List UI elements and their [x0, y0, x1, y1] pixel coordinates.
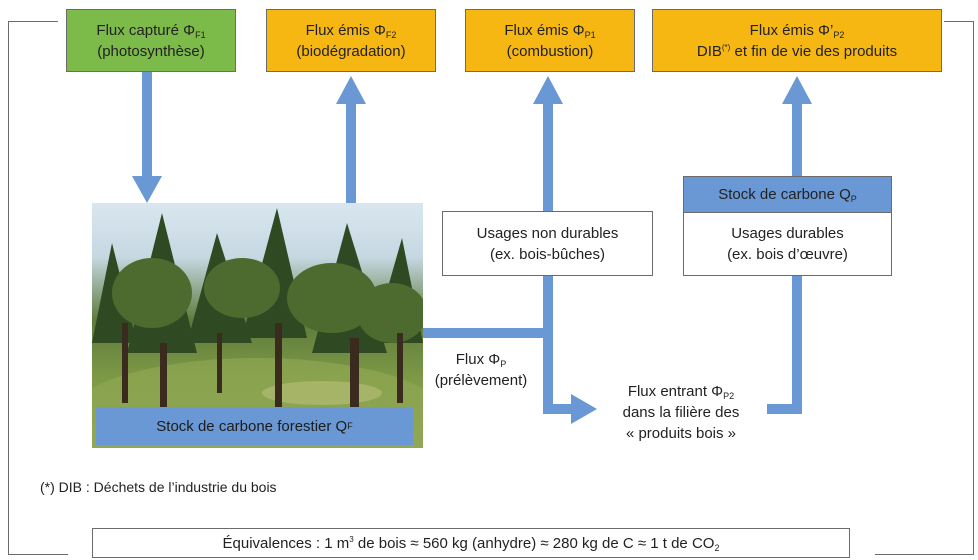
flux-dib-box: Flux émis Φ’P2 DIB(*) et fin de vie des … — [652, 9, 942, 72]
flux-entrant-title: Flux entrant ΦP2 — [627, 383, 735, 401]
frame-bottom-left — [8, 554, 68, 555]
durable-usage-title: Usages durables — [731, 225, 844, 242]
product-carbon-stock-label: Stock de carbone QP — [718, 186, 857, 204]
flux-p-label: Flux ΦP (prélèvement) — [426, 349, 536, 391]
non-durable-usage-example: (ex. bois-bûches) — [489, 245, 606, 263]
arrow-harvest — [423, 276, 597, 424]
flux-biodeg-box: Flux émis ΦF2 (biodégradation) — [266, 9, 436, 72]
product-carbon-stock-header: Stock de carbone QP — [683, 176, 892, 213]
equivalence-text: Équivalences : 1 m3 de bois ≈ 560 kg (an… — [222, 534, 720, 553]
flux-p-desc: (prélèvement) — [434, 372, 528, 389]
flux-dib-title: Flux émis Φ’P2 — [749, 21, 845, 40]
flux-biodeg-title: Flux émis ΦF2 — [305, 21, 397, 40]
durable-usage-example: (ex. bois d’œuvre) — [727, 246, 848, 263]
arrow-photosynthesis — [132, 72, 162, 203]
durable-usage-box: Usages durables (ex. bois d’œuvre) — [683, 212, 892, 276]
flux-captured-title: Flux capturé ΦF1 — [96, 21, 206, 40]
flux-captured-desc: (photosynthèse) — [97, 42, 205, 60]
arrow-to-durable — [767, 276, 802, 414]
flux-entrant-label: Flux entrant ΦP2 dans la filière des « p… — [596, 381, 766, 444]
flux-combustion-desc: (combustion) — [506, 42, 594, 60]
non-durable-usage-title: Usages non durables — [476, 224, 619, 242]
flux-captured-box: Flux capturé ΦF1 (photosynthèse) — [66, 9, 236, 72]
arrow-combustion — [533, 76, 563, 211]
equivalence-box: Équivalences : 1 m3 de bois ≈ 560 kg (an… — [92, 528, 850, 558]
flux-dib-desc: DIB(*) et fin de vie des produits — [696, 42, 898, 60]
arrow-dib — [782, 76, 812, 176]
flux-p-title: Flux ΦP — [455, 351, 507, 369]
frame-right — [973, 21, 974, 555]
frame-top-left — [8, 21, 58, 22]
footnote: (*) DIB : Déchets de l’industrie du bois — [40, 479, 277, 495]
flux-combustion-box: Flux émis ΦP1 (combustion) — [465, 9, 635, 72]
frame-bottom-right — [875, 554, 974, 555]
frame-top-right — [944, 21, 974, 22]
non-durable-usage-box: Usages non durables (ex. bois-bûches) — [442, 211, 653, 276]
arrow-biodegradation — [336, 76, 366, 203]
flux-entrant-line3: « produits bois » — [625, 425, 737, 442]
frame-left — [8, 21, 9, 555]
flux-biodeg-desc: (biodégradation) — [296, 42, 406, 60]
flux-combustion-title: Flux émis ΦP1 — [504, 21, 596, 40]
flux-entrant-line2: dans la filière des — [622, 404, 740, 421]
